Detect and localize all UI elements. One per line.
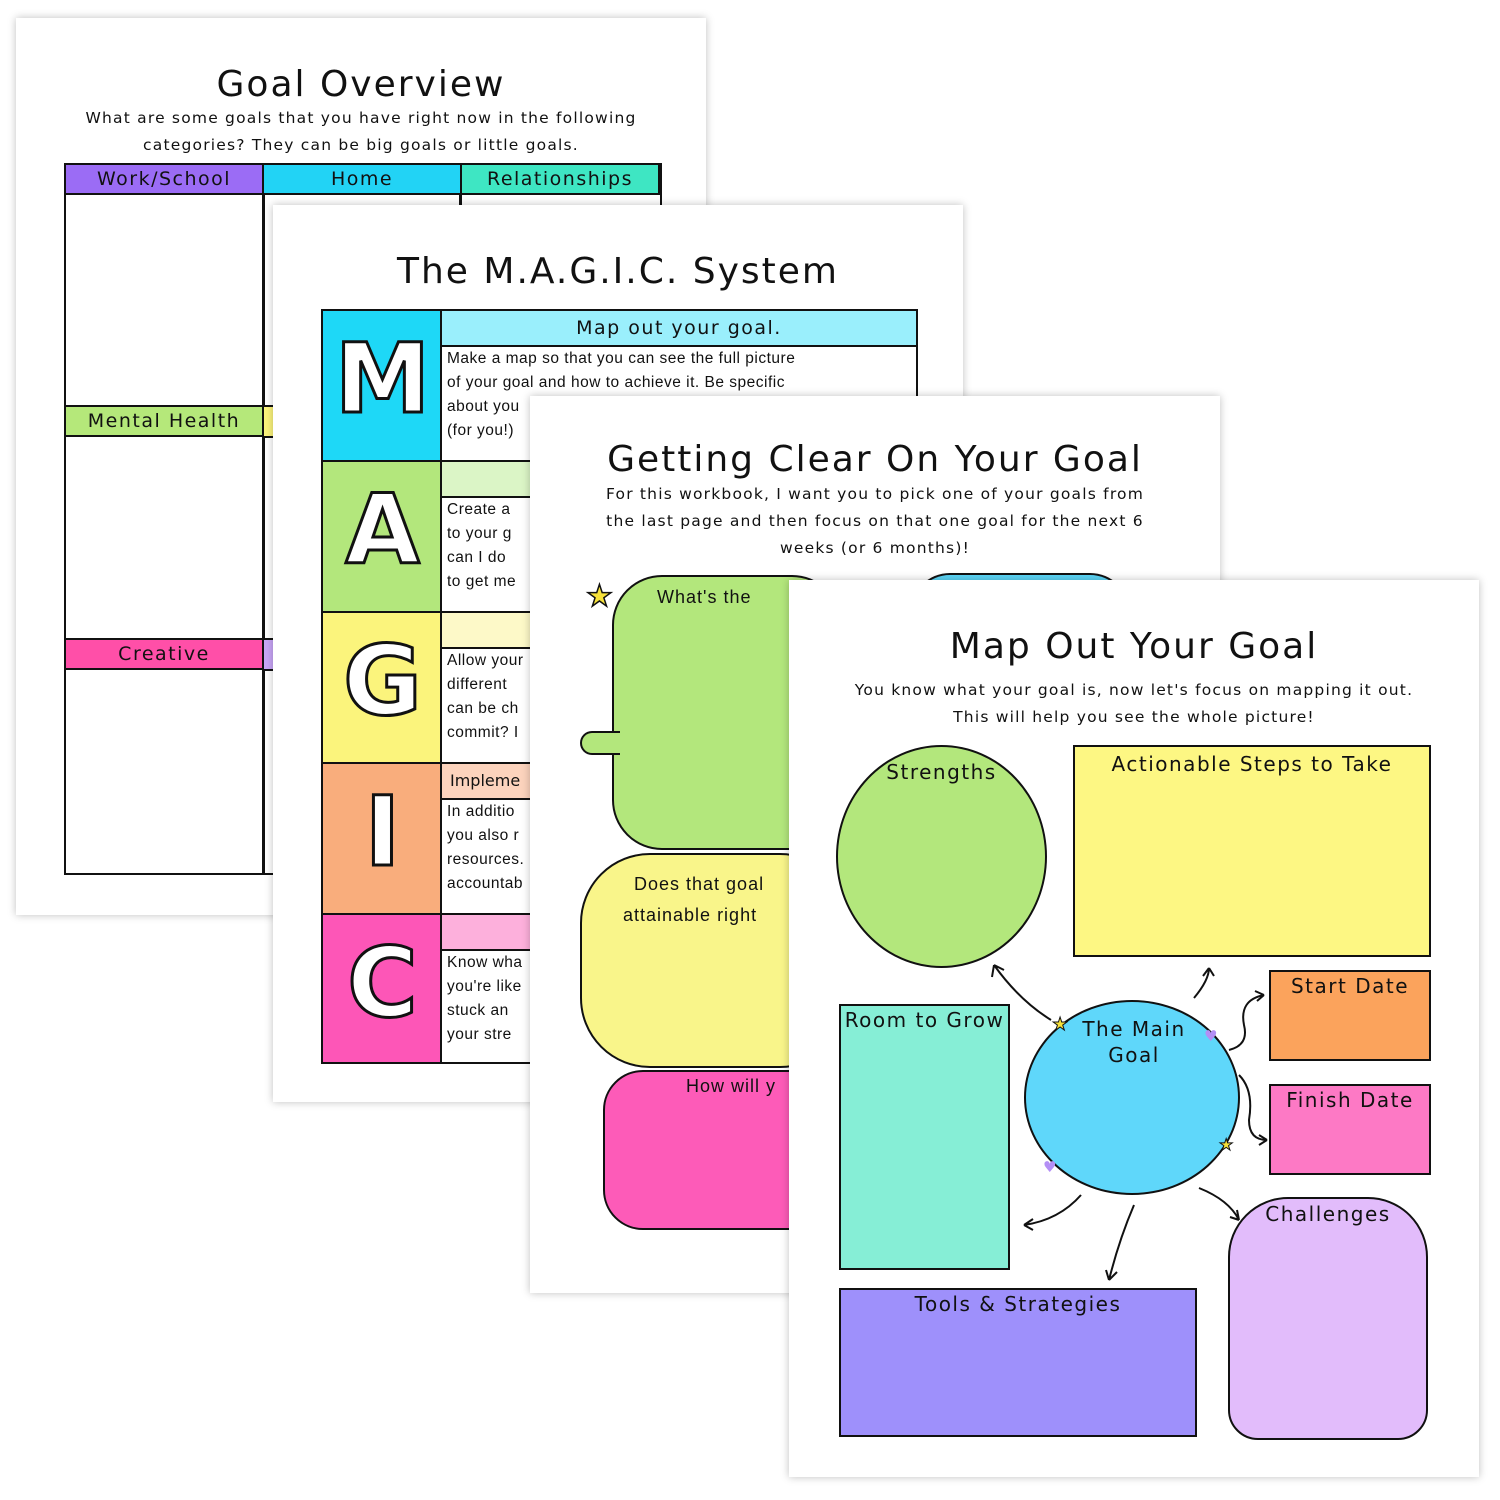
page-title: The M.A.G.I.C. System [396, 251, 839, 292]
main-goal-circle [1024, 1000, 1240, 1195]
category-work-school: Work/School [64, 163, 264, 195]
magic-row-header: Map out your goal. [442, 311, 916, 347]
star-icon: ★ [1218, 1135, 1234, 1155]
challenges-label: Challenges [1265, 1202, 1391, 1226]
challenges-shape [1228, 1197, 1428, 1440]
page-subtitle: For this workbook, I want you to pick on… [605, 485, 1145, 557]
magic-letter: G [342, 624, 424, 739]
connector-arrows [991, 964, 1268, 1281]
strengths-label: Strengths [886, 760, 997, 784]
magic-row-m: M Map out your goal. Make a map so that … [321, 309, 918, 462]
page-subtitle: What are some goals that you have right … [85, 109, 637, 154]
page-title: Getting Clear On Your Goal [607, 439, 1143, 480]
category-mental-health: Mental Health [64, 405, 264, 437]
magic-row-text: Make a map so that you can see the full … [447, 350, 796, 439]
heart-icon: ♥ [1204, 1027, 1218, 1045]
map-goal-page: Map Out Your Goal You know what your goa… [789, 580, 1479, 1477]
bubble-text: Does that goal [634, 874, 765, 894]
start-date-box: Start Date [1269, 970, 1431, 1061]
star-icon: ★ [585, 578, 613, 615]
actionable-steps-box: Actionable Steps to Take [1073, 745, 1431, 957]
page-subtitle: You know what your goal is, now let's fo… [854, 681, 1414, 726]
page-title: Map Out Your Goal [949, 626, 1319, 667]
bubble-text: What's the [657, 587, 752, 607]
magic-letter: M [333, 322, 432, 437]
category-relationships: Relationships [460, 163, 660, 195]
tools-strategies-box: Tools & Strategies [839, 1288, 1197, 1437]
heart-icon: ♥ [1043, 1158, 1057, 1176]
category-home: Home [262, 163, 462, 195]
bubble-text: How will y [686, 1076, 777, 1096]
finish-date-box: Finish Date [1269, 1084, 1431, 1175]
magic-letter: A [344, 473, 421, 588]
star-icon: ★ [1051, 1014, 1069, 1036]
room-to-grow-box: Room to Grow [839, 1004, 1010, 1270]
magic-letter: C [346, 926, 419, 1041]
bubble-text: attainable right [623, 905, 758, 925]
magic-letter: I [363, 775, 402, 890]
category-creative: Creative [64, 638, 264, 670]
page-title: Goal Overview [216, 64, 506, 105]
strengths-circle [836, 745, 1047, 968]
